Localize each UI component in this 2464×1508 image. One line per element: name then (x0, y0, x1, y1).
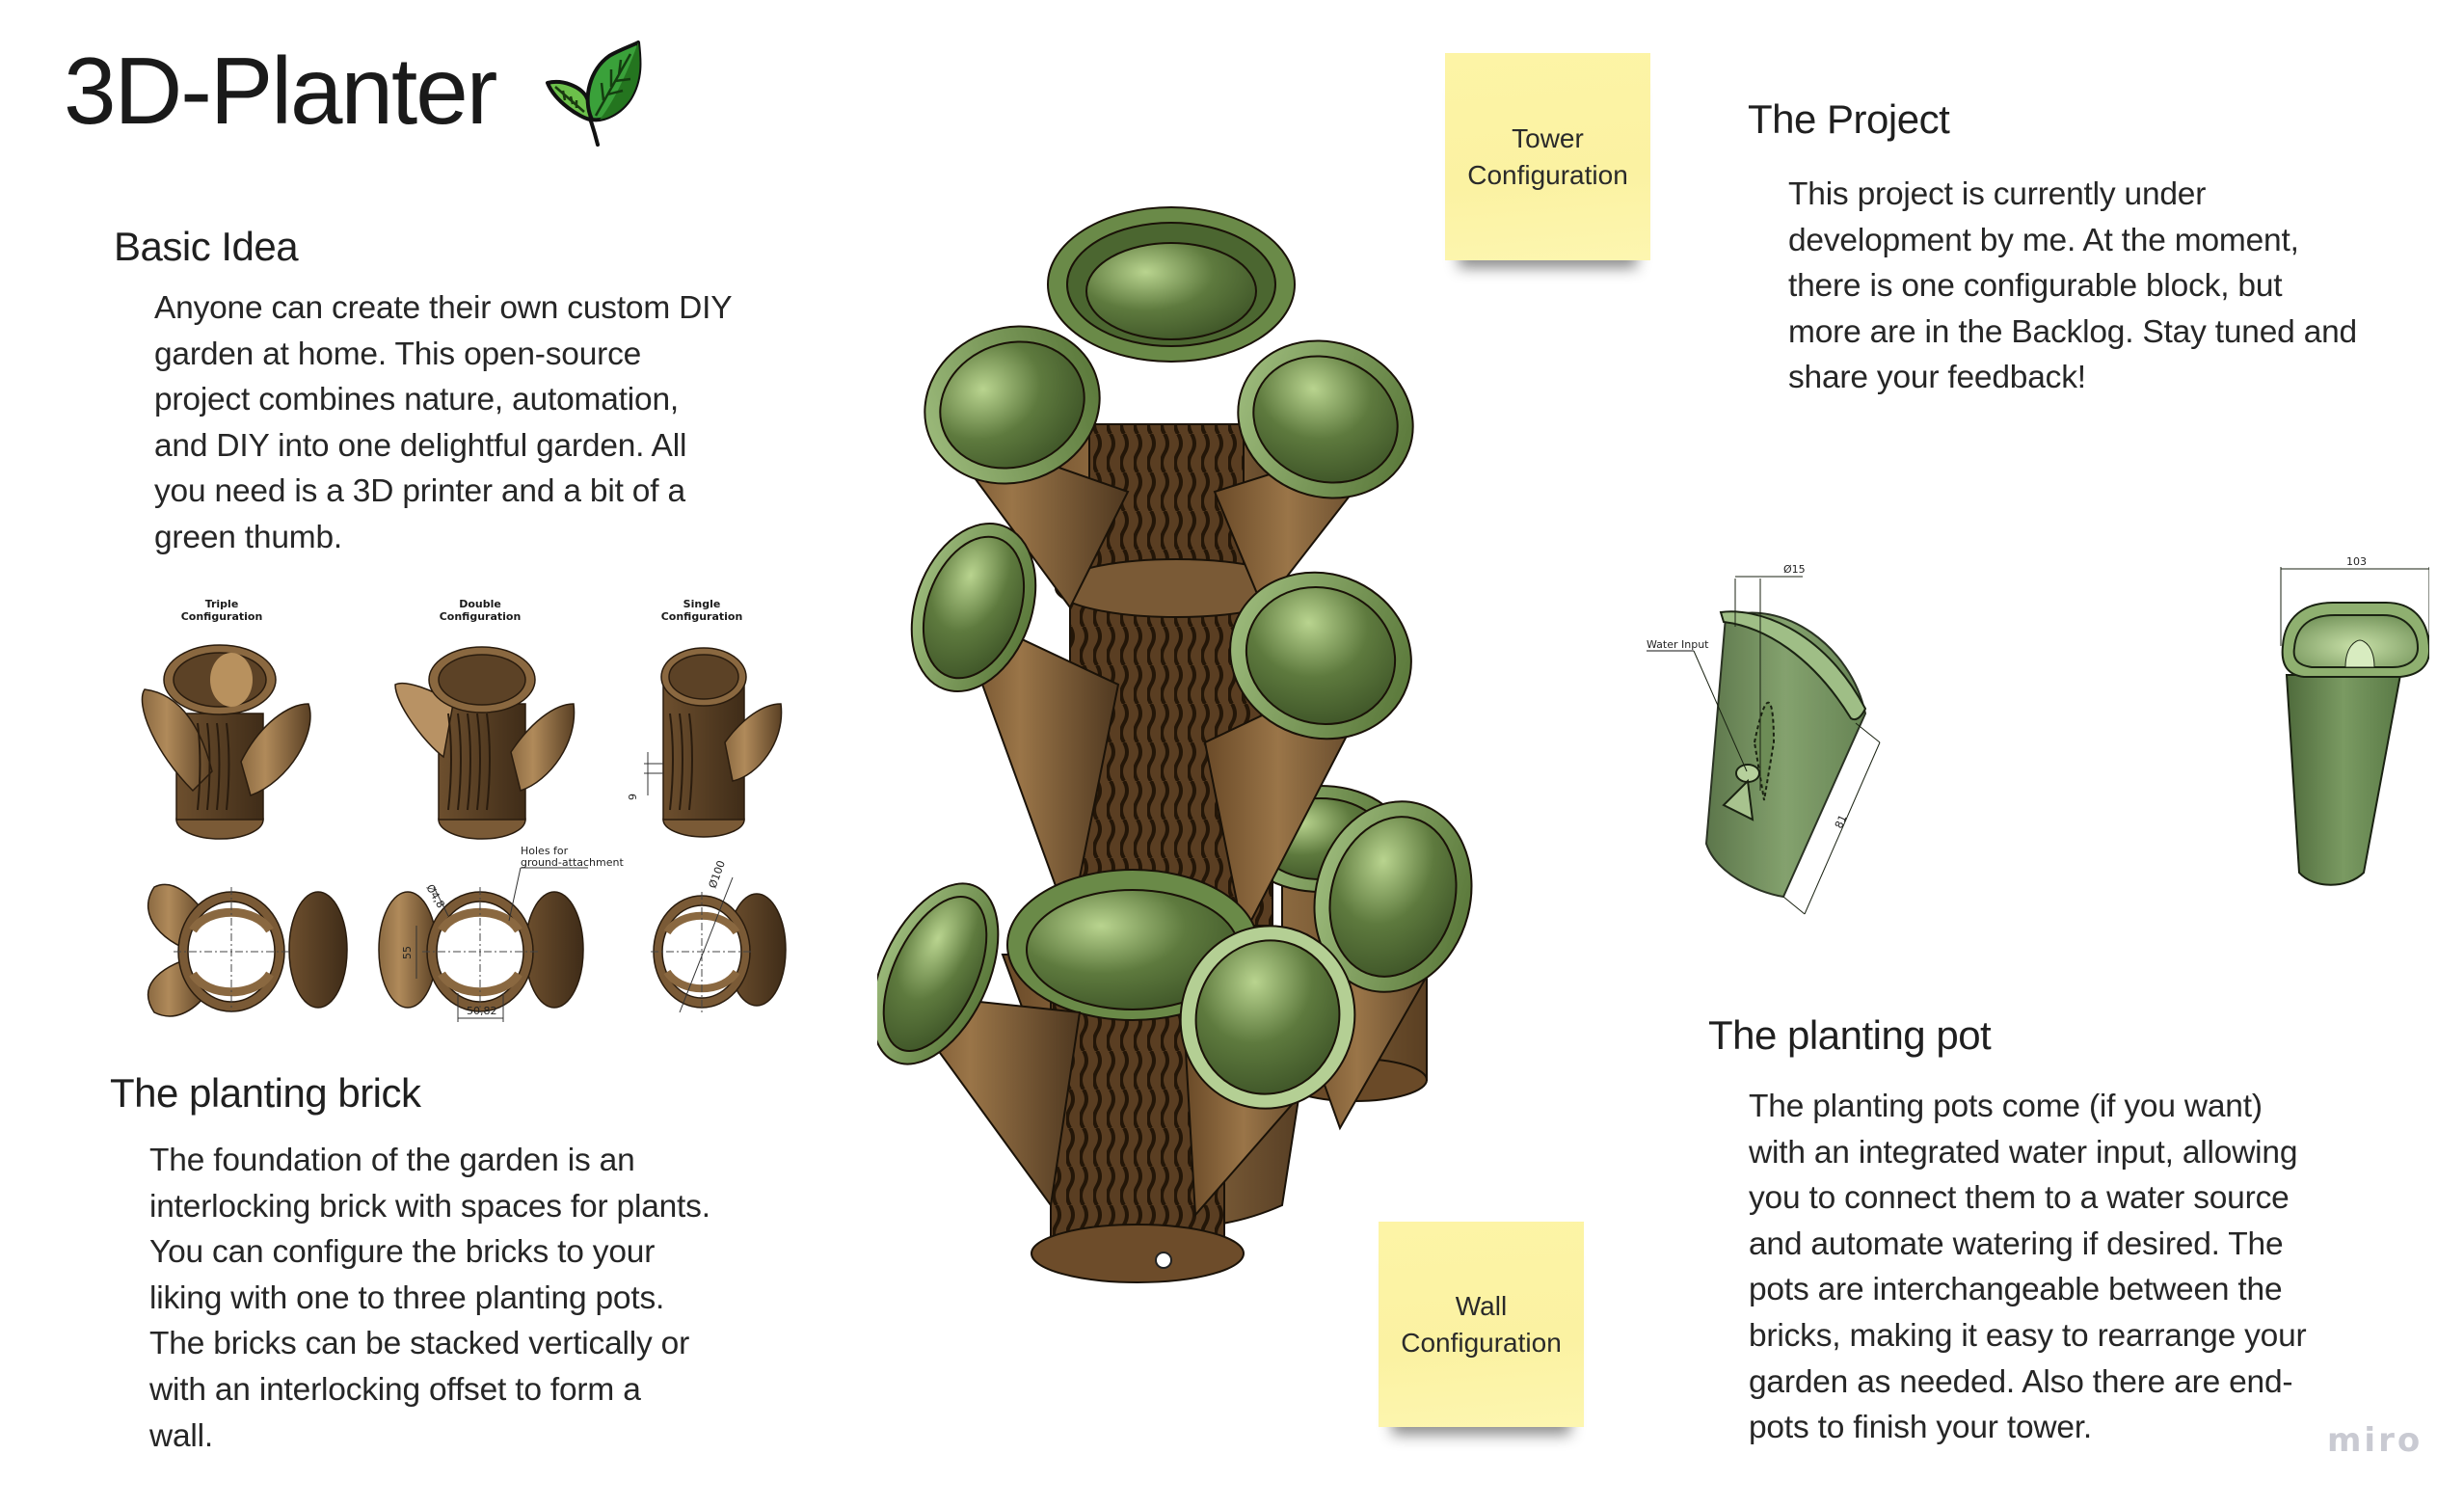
text-line: pots are interchangeable between the (1749, 1272, 2283, 1308)
text-line: interlocking brick with spaces for plant… (149, 1188, 710, 1225)
sticky-text: Configuration (1401, 1327, 1562, 1358)
text-line: development by me. At the moment, (1788, 222, 2299, 258)
sticky-text: Wall (1455, 1290, 1508, 1321)
leaf-icon (542, 40, 648, 148)
text-line: The bricks can be stacked vertically or (149, 1326, 690, 1362)
dim-inlet-diameter: Ø15 (1783, 563, 1806, 576)
single-config-top (651, 876, 787, 1013)
planting-brick-text[interactable]: The foundation of the garden is an inter… (149, 1138, 710, 1459)
text-line: there is one configurable block, but (1788, 268, 2283, 305)
text-line: garden as needed. Also there are end- (1749, 1363, 2293, 1400)
config-caption: Configuration (180, 610, 263, 623)
basic-idea-text[interactable]: Anyone can create their own custom DIY g… (154, 285, 733, 561)
dim-pot-height: 81 (1833, 813, 1850, 830)
text-line: liking with one to three planting pots. (149, 1279, 665, 1316)
text-line: You can configure the bricks to your (149, 1234, 656, 1271)
text-line: more are in the Backlog. Stay tuned and (1788, 313, 2357, 350)
config-caption: Configuration (439, 610, 522, 623)
text-line: pots to finish your tower. (1749, 1410, 2093, 1446)
planting-pot-text[interactable]: The planting pots come (if you want) wit… (1749, 1084, 2307, 1451)
text-line: and DIY into one delightful garden. All (154, 427, 687, 464)
triple-config-iso (141, 644, 311, 840)
text-line: with an integrated water input, allowing (1749, 1134, 2298, 1171)
text-line: with an interlocking offset to form a (149, 1371, 641, 1408)
project-text[interactable]: This project is currently under developm… (1788, 172, 2357, 401)
dim-pot-width: 103 (2346, 555, 2367, 568)
text-line: project combines nature, automation, (154, 382, 679, 418)
water-input-label: Water Input (1647, 638, 1709, 651)
single-config-iso (644, 647, 783, 838)
text-line: garden at home. This open-source (154, 336, 642, 372)
holes-label: ground-attachment (521, 856, 624, 869)
text-line: green thumb. (154, 519, 343, 555)
sticky-text: Configuration (1467, 159, 1628, 190)
holes-label: Holes for (521, 845, 569, 857)
dim-horizontal-spacing: 50,82 (467, 1005, 497, 1017)
planting-pot-drawings-image[interactable]: Ø15 Water Input 81 103 (1639, 540, 2431, 945)
basic-idea-heading[interactable]: Basic Idea (114, 224, 299, 269)
project-heading[interactable]: The Project (1748, 96, 1950, 142)
dim-vertical-spacing: 55 (401, 946, 414, 959)
text-line: The foundation of the garden is an (149, 1143, 635, 1178)
config-caption: Triple (204, 598, 239, 610)
double-config-top (378, 867, 588, 1022)
dim-outer-diameter: Ø100 (707, 859, 728, 890)
text-line: you to connect them to a water source (1749, 1180, 2290, 1217)
config-caption: Double (459, 598, 501, 610)
text-line: Anyone can create their own custom DIY (154, 290, 733, 326)
board-title[interactable]: 3D-Planter (64, 38, 497, 144)
brick-configurations-image[interactable]: Triple Configuration Double Configuratio… (116, 598, 810, 1022)
sticky-text: Tower (1512, 122, 1584, 153)
text-line: This project is currently under (1788, 176, 2207, 212)
text-line: wall. (149, 1417, 214, 1454)
sticky-note-wall[interactable]: Wall Configuration (1379, 1222, 1584, 1427)
config-caption: Configuration (660, 610, 743, 623)
planting-pot-heading[interactable]: The planting pot (1708, 1012, 1992, 1058)
text-line: and automate watering if desired. The (1749, 1225, 2284, 1262)
dim-height: 9 (627, 794, 639, 800)
triple-config-top (147, 883, 348, 1017)
pot-side-view (1647, 576, 1881, 915)
miro-logo: miro (2327, 1421, 2424, 1460)
text-line: share your feedback! (1788, 360, 2086, 396)
double-config-iso (394, 646, 576, 840)
text-line: The planting pots come (if you want) (1749, 1089, 2263, 1124)
text-line: you need is a 3D printer and a bit of a (154, 473, 685, 510)
planting-brick-heading[interactable]: The planting brick (110, 1070, 421, 1116)
config-caption: Single (683, 598, 721, 610)
text-line: bricks, making it easy to rearrange your (1749, 1317, 2307, 1354)
pot-front-view (2280, 567, 2431, 886)
sticky-note-tower[interactable]: Tower Configuration (1445, 53, 1650, 260)
tower-render-image[interactable] (870, 202, 1591, 1340)
